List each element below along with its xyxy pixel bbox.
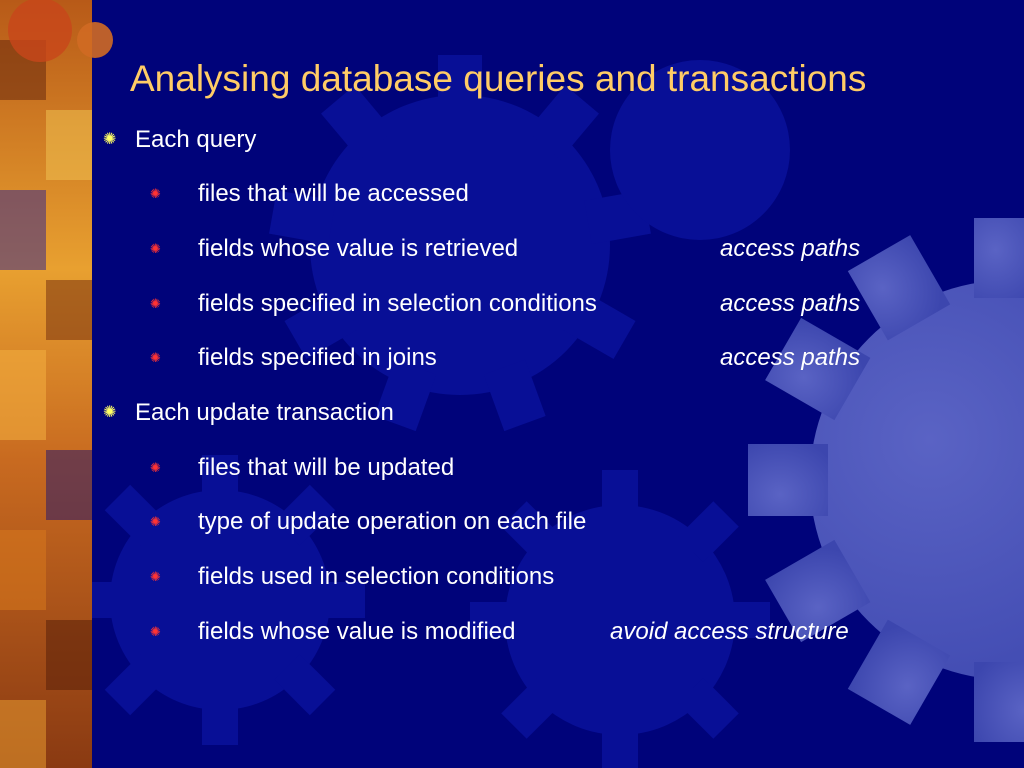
- bullet-icon: ✺: [150, 624, 161, 639]
- item-note: access paths: [720, 235, 861, 262]
- list-item: ✺ Each update transaction: [103, 396, 394, 430]
- bullet-icon: ✺: [103, 131, 117, 148]
- item-text: Each query: [135, 126, 257, 153]
- item-text: files that will be accessed: [198, 180, 469, 207]
- bullet-icon: ✺: [150, 186, 161, 201]
- slide-title: Analysing database queries and transacti…: [130, 58, 867, 99]
- item-note: access paths: [720, 290, 861, 317]
- list-item: ✺ Each query: [103, 123, 257, 157]
- bullet-icon: ✺: [150, 460, 161, 475]
- bullet-icon: ✺: [150, 569, 161, 584]
- item-text: fields specified in joins: [198, 344, 437, 371]
- item-text: fields whose value is modified: [198, 618, 516, 645]
- list-item: ✺ fields whose value is retrieved access…: [150, 232, 860, 266]
- item-text: fields used in selection conditions: [198, 563, 555, 590]
- list-item: ✺ fields whose value is modified avoid a…: [150, 615, 849, 649]
- bullet-icon: ✺: [150, 241, 161, 256]
- list-item: ✺ files that will be accessed: [150, 177, 469, 211]
- item-note: avoid access structure: [610, 618, 849, 645]
- list-item: ✺ fields specified in joins access paths: [150, 341, 860, 375]
- bullet-icon: ✺: [150, 296, 161, 311]
- list-item: ✺ fields specified in selection conditio…: [150, 287, 860, 321]
- list-item: ✺ fields used in selection conditions: [150, 560, 555, 594]
- list-item: ✺ files that will be updated: [150, 451, 455, 485]
- bullet-icon: ✺: [150, 514, 161, 529]
- item-text: type of update operation on each file: [198, 508, 587, 535]
- item-text: fields whose value is retrieved: [198, 235, 519, 262]
- list-item: ✺ type of update operation on each file: [150, 505, 587, 539]
- bullet-icon: ✺: [103, 404, 117, 421]
- item-note: access paths: [720, 344, 861, 371]
- item-text: files that will be updated: [198, 454, 455, 481]
- item-text: fields specified in selection conditions: [198, 290, 597, 317]
- item-text: Each update transaction: [135, 399, 394, 426]
- bullet-icon: ✺: [150, 350, 161, 365]
